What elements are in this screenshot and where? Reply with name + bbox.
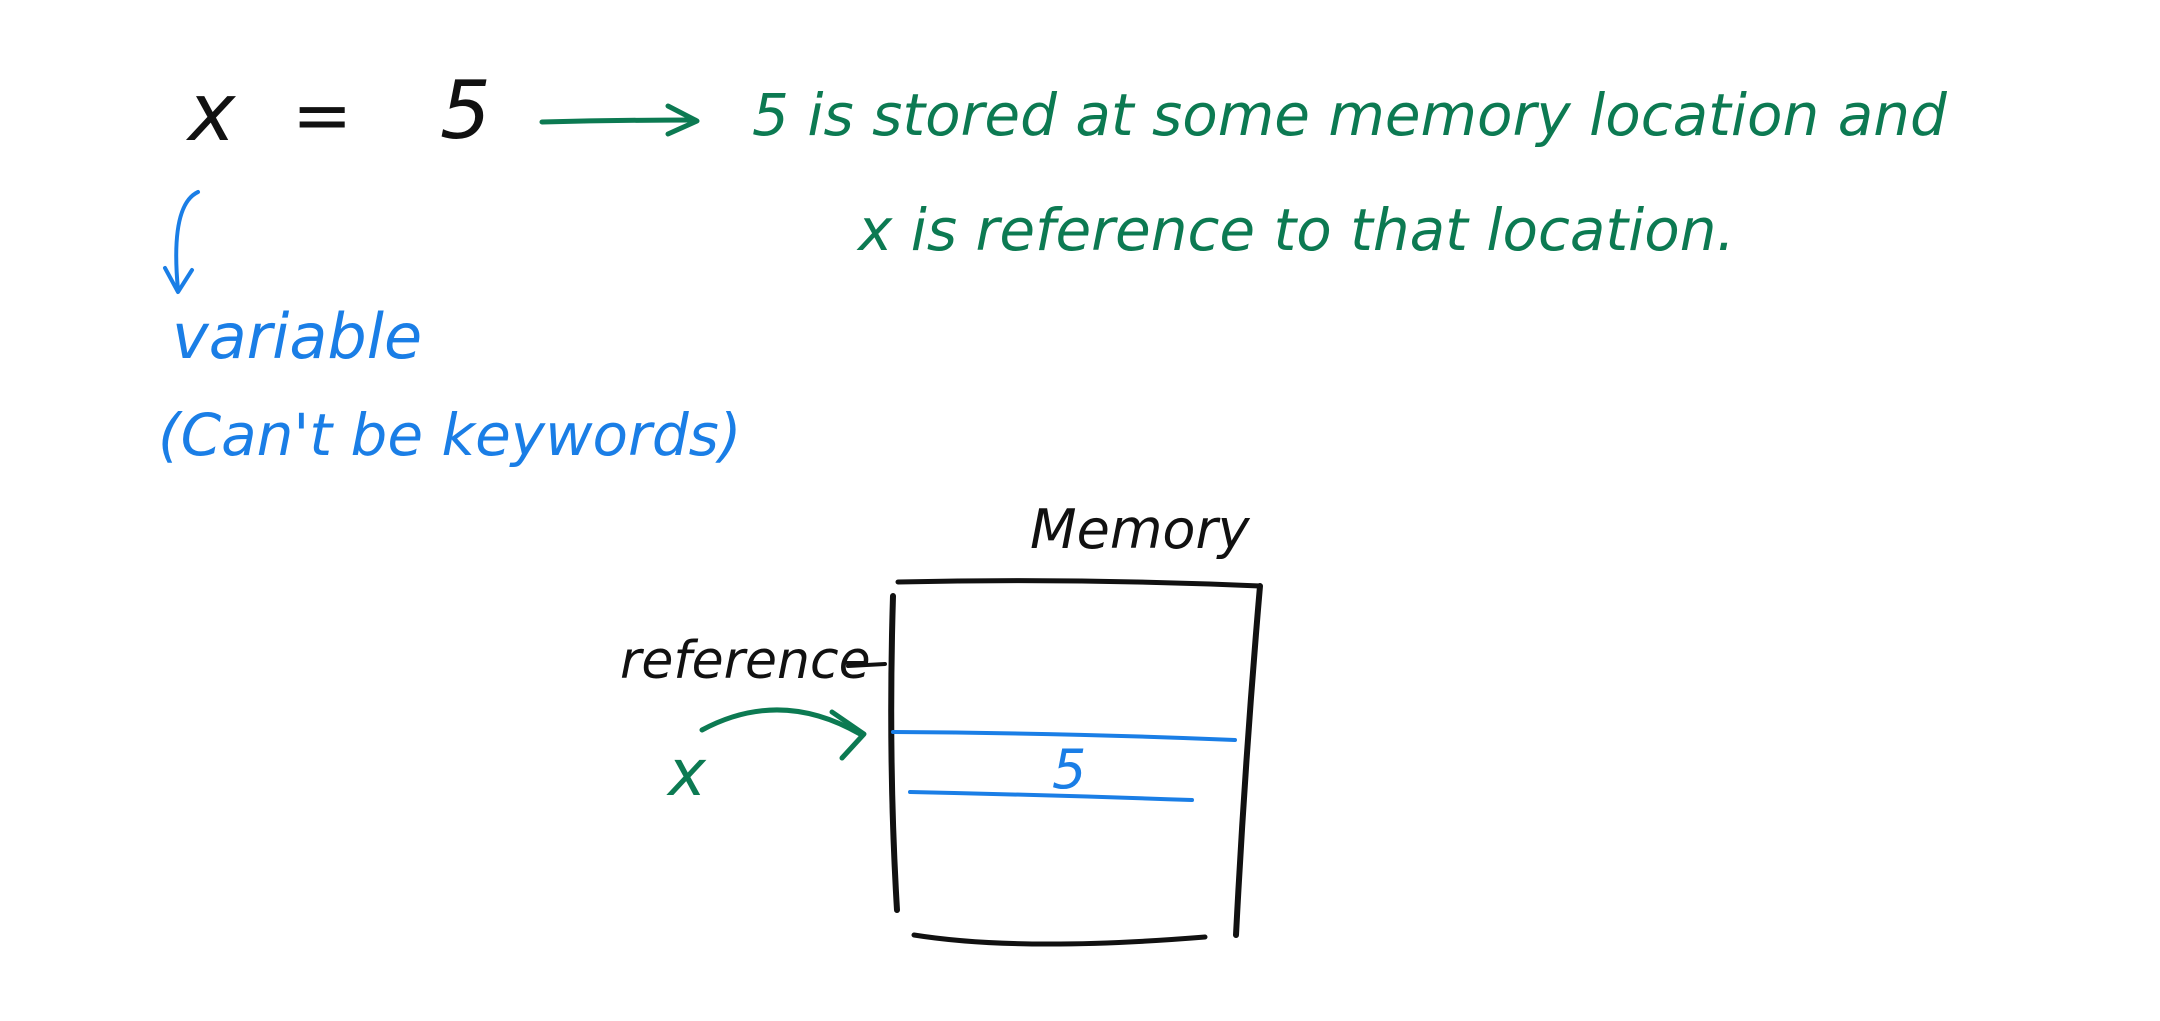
explanation-line-2: x is reference to that location. — [856, 196, 1735, 264]
equation-equals: = — [292, 73, 352, 157]
memory-box — [888, 578, 1263, 947]
variable-label: variable — [172, 300, 422, 373]
explanation-line-1: 5 is stored at some memory location and — [752, 81, 1948, 149]
variable-keywords-note: (Can't be keywords) — [158, 401, 742, 469]
reference-variable: x — [666, 737, 707, 811]
memory-stored-value: 5 — [1052, 738, 1086, 801]
equation-value: 5 — [440, 64, 491, 157]
memory-cell — [891, 730, 1237, 802]
explanation-arrow — [539, 103, 700, 137]
equation-variable: x — [185, 66, 237, 159]
reference-connector — [846, 662, 887, 668]
reference-label: reference — [620, 631, 871, 691]
reference-arrow — [699, 707, 867, 761]
memory-title: Memory — [1030, 498, 1251, 561]
variable-arrow — [163, 190, 200, 294]
